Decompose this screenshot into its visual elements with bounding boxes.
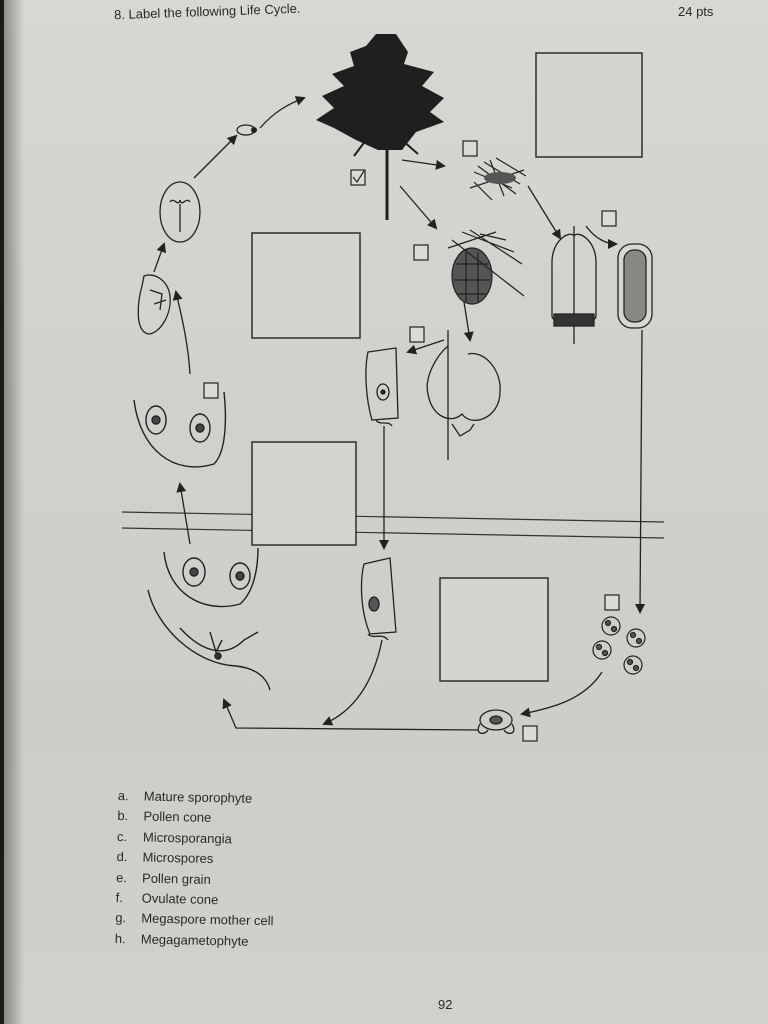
legend-item: h.Megagametophyte <box>114 930 249 949</box>
label-box-pollen-grain[interactable] <box>522 725 538 742</box>
answer-box-lower-right[interactable] <box>439 577 549 682</box>
checkmark-icon <box>352 170 365 184</box>
life-cycle-diagram <box>121 34 665 742</box>
ovulate-scale-illustration <box>426 330 501 460</box>
answer-box-upper-center[interactable] <box>251 232 361 339</box>
seed-illustration <box>137 274 171 335</box>
pollen-cone-section-illustration <box>551 226 597 344</box>
embryo-seed-illustration <box>159 181 201 243</box>
pollen-grain-illustration <box>477 709 515 735</box>
worksheet-page: 8. Label the following Life Cycle. 24 pt… <box>4 0 768 1024</box>
label-box-pollen-cone-section[interactable] <box>601 210 617 227</box>
microspore-tetrads-illustration <box>592 616 646 675</box>
ovule-illustration <box>365 347 399 427</box>
label-box-archegonia[interactable] <box>203 382 219 399</box>
label-box-ovule[interactable] <box>409 326 425 343</box>
label-box-pollen-branch[interactable] <box>462 140 478 157</box>
answer-box-top-right[interactable] <box>535 52 643 158</box>
points-value: 24 pts <box>678 4 714 19</box>
fertilization-ovule-illustration <box>360 557 397 641</box>
answer-box-middle[interactable] <box>251 441 357 546</box>
label-box-ovulate-cone[interactable] <box>413 244 429 261</box>
winged-seed-illustration <box>236 124 257 136</box>
label-box-mature-sporophyte[interactable] <box>350 169 366 186</box>
meiosis-divider-lines <box>121 511 665 539</box>
label-box-microspores[interactable] <box>604 594 620 611</box>
ovulate-cone-illustration <box>447 229 525 305</box>
answer-key-list: a.Mature sporophyte b.Pollen cone c.Micr… <box>115 788 277 954</box>
pollen-cone-branch-illustration <box>469 157 527 201</box>
megagametophyte-illustration <box>147 547 271 691</box>
archegonia-upper-illustration <box>133 391 227 468</box>
microsporangium-illustration <box>617 243 653 329</box>
life-cycle-arrows <box>153 96 646 731</box>
page-number: 92 <box>438 997 453 1012</box>
pine-tree-illustration <box>316 34 444 220</box>
